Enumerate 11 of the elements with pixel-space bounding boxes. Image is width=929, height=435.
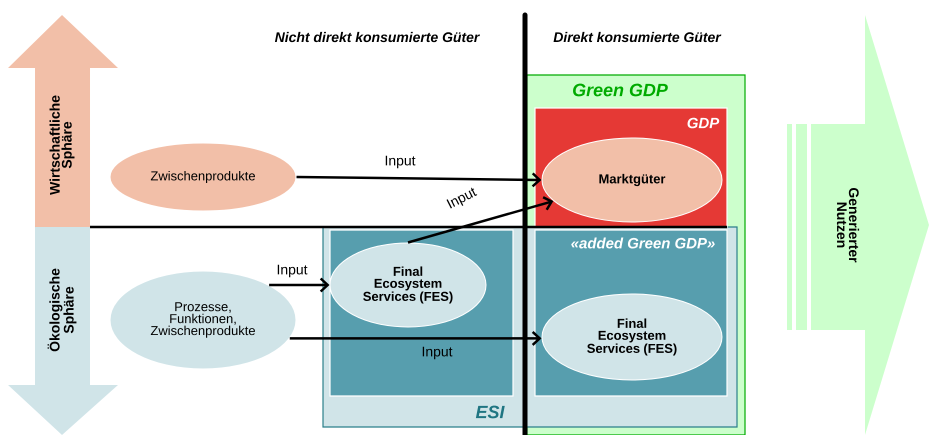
edge-label: Input [384, 154, 417, 170]
arrow [408, 196, 554, 244]
arrow [296, 172, 542, 188]
column-heading: Nicht direkt konsumierte Güter [274, 32, 480, 42]
edge-label: Input [420, 346, 454, 360]
column-heading: Direkt konsumierte Güter [554, 32, 722, 42]
arrow [269, 278, 330, 292]
sphere-banner: Wirtschaftliche Sphäre [8, 15, 118, 227]
sphere-banner: Ökologische Sphäre [8, 227, 118, 435]
edge-label: Input [444, 185, 480, 213]
arrow [290, 331, 542, 346]
